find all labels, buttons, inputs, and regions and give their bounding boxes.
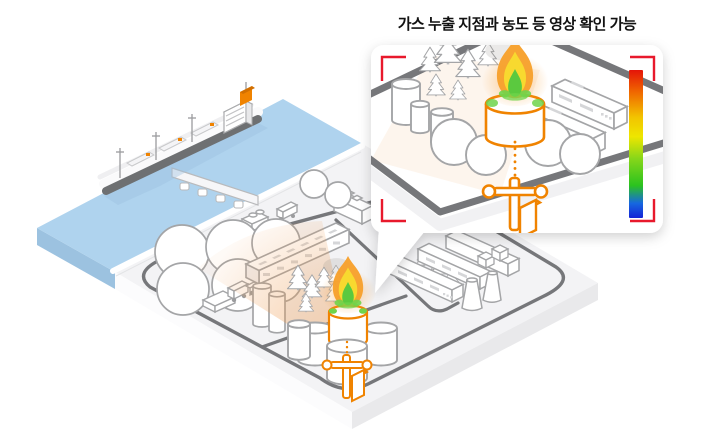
viewfinder-brackets-icon	[380, 55, 656, 223]
office-building	[388, 255, 465, 304]
deck-fittings	[146, 123, 214, 156]
callout-tail	[375, 226, 429, 293]
gas-concentration-scale-bar	[629, 70, 643, 218]
gas-leak-detector	[321, 340, 373, 403]
office-building	[549, 78, 630, 131]
equipment-cubes	[476, 244, 510, 270]
plant-buildings	[388, 229, 521, 312]
funnel	[240, 86, 255, 106]
service-van	[275, 201, 299, 221]
cooling-towers	[461, 270, 502, 312]
ship-shadow	[104, 122, 268, 205]
lng-carrier-ship	[97, 82, 268, 205]
diorama	[37, 82, 598, 429]
loading-pier	[171, 167, 259, 209]
bridge-superstructure	[222, 100, 254, 134]
sphere-tank	[299, 169, 329, 199]
callout-caption: 가스 누출 지점과 농도 등 영상 확인 가능	[397, 16, 637, 33]
callout-scene	[371, 45, 663, 233]
callout-gas-leak-detector	[481, 140, 549, 233]
sphere-tank	[324, 181, 352, 209]
